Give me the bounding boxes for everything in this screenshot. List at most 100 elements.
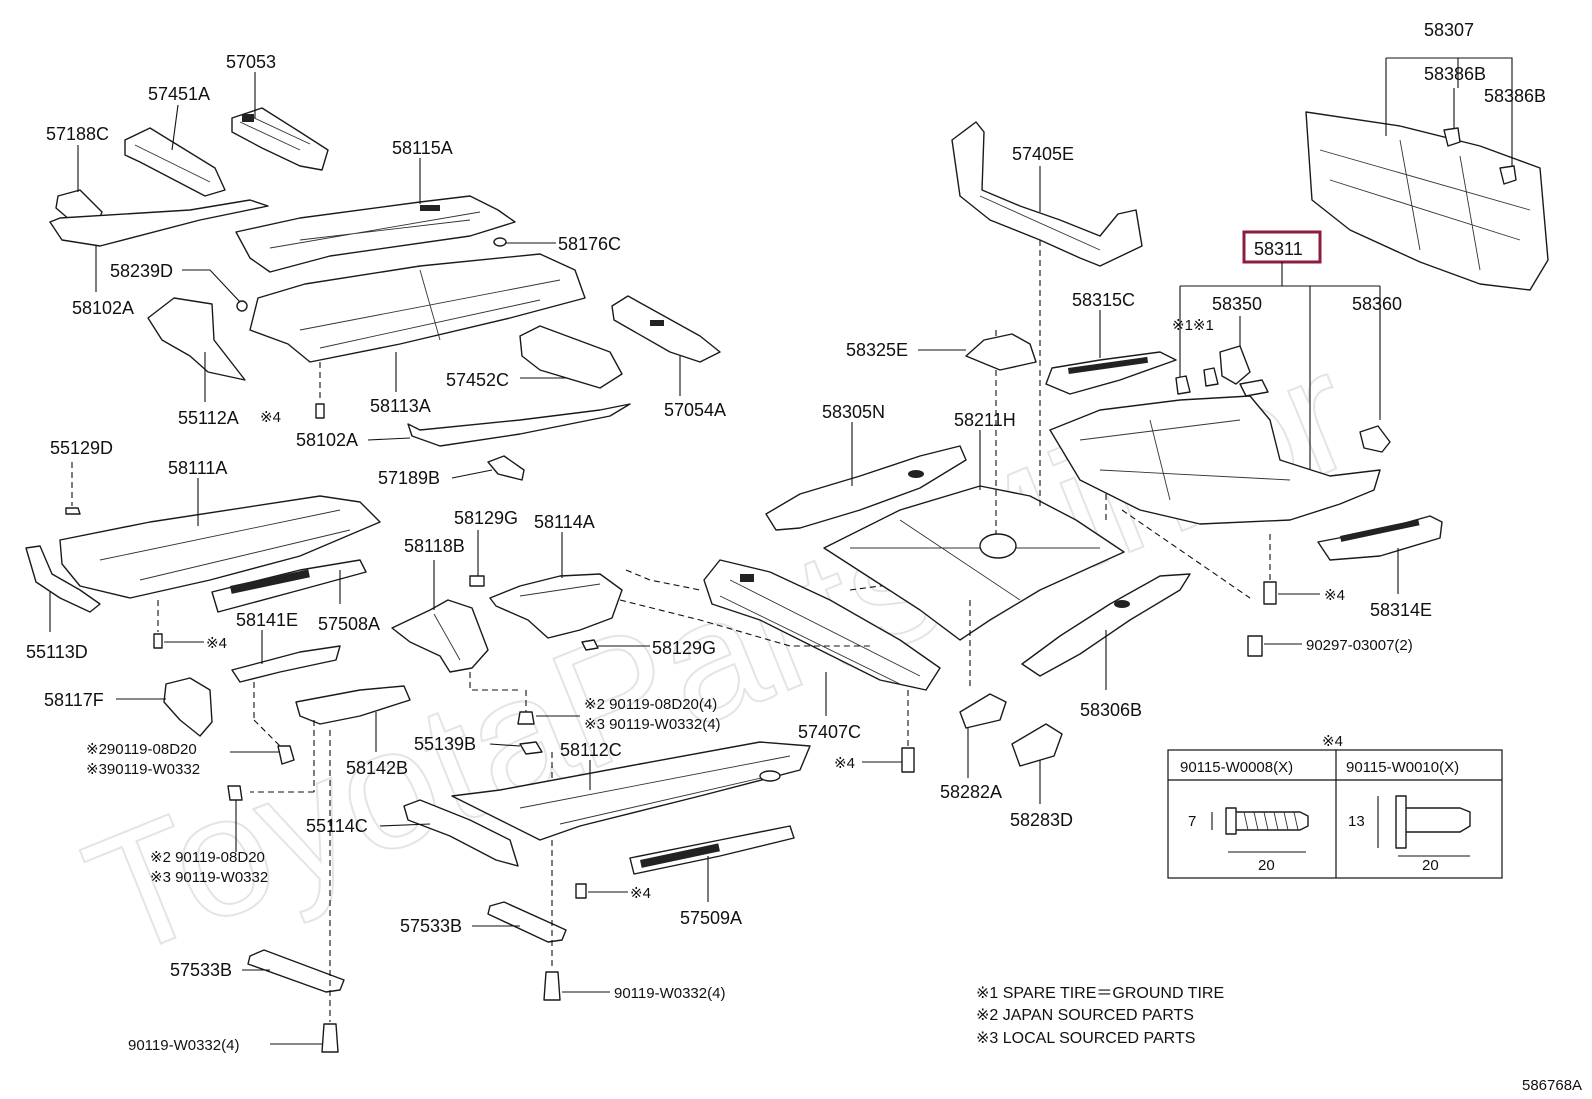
label-57054A: 57054A [664, 400, 726, 420]
label-58283D: 58283D [1010, 810, 1073, 830]
label-58113A: 58113A [370, 396, 431, 416]
label-58115A: 58115A [392, 138, 453, 158]
label-58129G-upper: 58129G [454, 508, 518, 528]
part-58142B-shape [295, 685, 411, 725]
label-58314E: 58314E [1370, 600, 1432, 620]
part-58118B-shape [391, 599, 489, 673]
part-57533B-left-shape [247, 949, 345, 993]
part-58350-shape [1219, 345, 1251, 385]
part-58311-tub-shape [1049, 395, 1381, 525]
part-58239D-shape [236, 300, 248, 312]
label-bolt-a1: ※2 90119-08D20(4) [584, 696, 717, 713]
label-star4-b: ※4 [206, 635, 227, 652]
part-58129G-lower-shape [581, 639, 599, 651]
table-col2-title: 90115-W0010(X) [1346, 759, 1459, 776]
label-58141E: 58141E [236, 610, 298, 630]
label-55113D: 55113D [26, 642, 88, 662]
label-58142B: 58142B [346, 758, 408, 778]
part-57054A-shape [611, 295, 721, 363]
part-58176C-shape [493, 237, 507, 247]
part-57405E-shape [951, 121, 1143, 267]
note-2: ※2 JAPAN SOURCED PARTS [976, 1007, 1194, 1024]
part-58129G-upper-shape [469, 575, 485, 587]
part-58117F-shape [163, 677, 213, 737]
label-57189B: 57189B [378, 468, 440, 488]
part-58113A-shape [249, 253, 586, 363]
part-55114C-shape [403, 799, 519, 867]
bolt-group-a-shape [517, 711, 535, 725]
part-58283D-shape [1011, 723, 1063, 767]
part-58315C-shape [1045, 351, 1177, 395]
label-57407C: 57407C [798, 722, 861, 742]
label-55129D: 55129D [50, 438, 113, 458]
label-star1-pair: ※1※1 [1172, 317, 1214, 334]
label-58111A: 58111A [168, 458, 227, 478]
part-58282A-shape [959, 693, 1007, 729]
note-1: ※1 SPARE TIRE＝GROUND TIRE [976, 985, 1224, 1002]
label-58239D: 58239D [110, 261, 173, 281]
part-spare-tire-clip-1-shape [1175, 375, 1191, 395]
part-55129D-shape [65, 507, 81, 515]
label-bolt-b2: ※390119-W0332 [86, 761, 200, 778]
label-bolt-b1: ※290119-08D20 [86, 741, 197, 758]
label-55112A: 55112A [178, 408, 239, 428]
part-58112C-shape [451, 741, 811, 841]
label-57533B-right: 57533B [400, 916, 462, 936]
part-58141E-shape [231, 645, 341, 683]
label-58129G-lower: 58129G [652, 638, 716, 658]
label-58307: 58307 [1424, 20, 1474, 40]
part-57407C-shape [703, 559, 941, 691]
part-58325E-shape [965, 333, 1037, 371]
label-bolt-c2: ※3 90119-W0332 [150, 869, 268, 886]
label-58102A-upper: 58102A [72, 298, 134, 318]
table-col1-dim-h: 7 [1188, 813, 1196, 830]
part-57508A-shape [211, 559, 367, 613]
label-57509A: 57509A [680, 908, 742, 928]
part-58211H-shape [823, 485, 1125, 641]
part-58306B-shape [1021, 573, 1191, 677]
part-55139B-shape [519, 741, 543, 755]
bolt-58111A-shape [153, 633, 163, 649]
label-58211H: 58211H [954, 410, 1016, 430]
label-58114A: 58114A [534, 512, 595, 532]
bolt-58117F-shape [277, 745, 295, 765]
bolt-57533B-right-shape [543, 971, 561, 1001]
part-58311-clip-shape [1239, 379, 1269, 397]
part-58102A-upper-shape [49, 199, 269, 247]
part-55113D-shape [25, 545, 101, 613]
label-58282A: 58282A [940, 782, 1002, 802]
label-57188C: 57188C [46, 124, 109, 144]
label-57451A: 57451A [148, 84, 210, 104]
label-58117F: 58117F [44, 690, 104, 710]
figure-id: 586768A [1522, 1077, 1582, 1094]
table-col1-dim-l: 20 [1258, 857, 1275, 874]
label-star4-c: ※4 [630, 885, 651, 902]
label-bolt-e: 90119-W0332(4) [128, 1037, 239, 1054]
bolt-58112C-shape [575, 883, 587, 899]
label-bolt-f: 90297-03007(2) [1306, 637, 1413, 654]
label-57533B-left: 57533B [170, 960, 232, 980]
part-55112A-shape [147, 297, 246, 381]
label-57508A: 57508A [318, 614, 380, 634]
bolt-58113A-shape [315, 403, 325, 419]
part-58114A-shape [489, 573, 623, 639]
bolt-w0010-drawing [1395, 795, 1471, 849]
label-57405E: 57405E [1012, 144, 1074, 164]
part-58111A-shape [59, 495, 381, 599]
label-58176C: 58176C [558, 234, 621, 254]
bolt-58311-shape [1263, 581, 1277, 605]
table-header-note: ※4 [1322, 733, 1343, 750]
bolt-90297-shape [1247, 635, 1263, 657]
label-58102A-lower: 58102A [296, 430, 358, 450]
part-57509A-shape [629, 825, 795, 875]
part-58102A-lower-shape [407, 403, 631, 447]
label-58112C: 58112C [560, 740, 622, 760]
bolt-spec-table: ※4 90115-W0008(X) 90115-W0010(X) 7 20 13… [1167, 733, 1503, 879]
label-star4-e: ※4 [1324, 587, 1345, 604]
label-star4-a: ※4 [260, 409, 281, 426]
label-57452C: 57452C [446, 370, 509, 390]
label-55114C: 55114C [306, 816, 368, 836]
part-58360-shape [1359, 425, 1391, 453]
label-58306B: 58306B [1080, 700, 1142, 720]
part-57053-shape [231, 107, 329, 171]
